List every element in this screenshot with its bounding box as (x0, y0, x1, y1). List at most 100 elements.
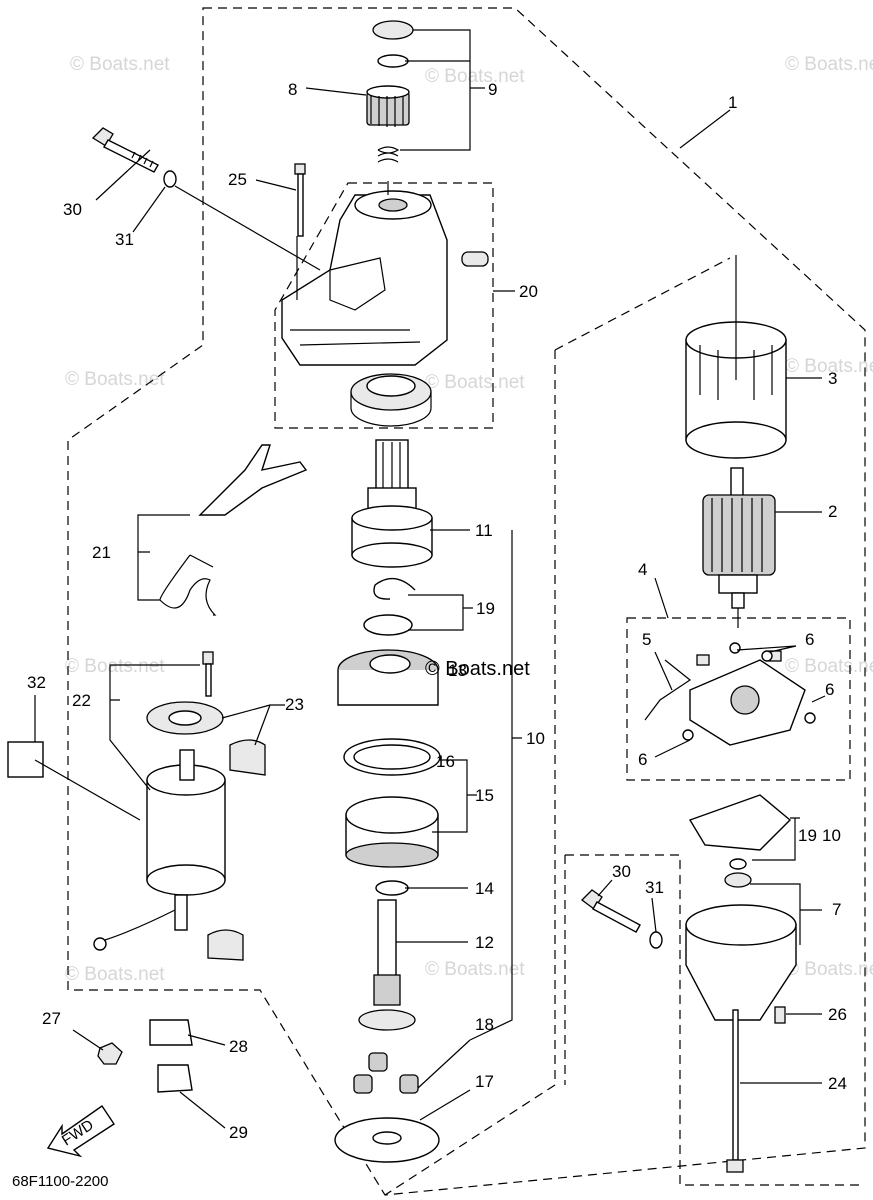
brush-spring (729, 642, 741, 654)
through-bolt-top (91, 127, 177, 188)
callout-9: 9 (488, 80, 497, 99)
callout-12: 12 (475, 933, 494, 952)
planet-gear (368, 1052, 388, 1072)
watermark: © Boats.net (425, 959, 525, 980)
callout-23: 23 (285, 695, 304, 714)
watermark: © Boats.net (785, 54, 873, 75)
callout-29: 29 (229, 1123, 248, 1142)
callout-labels: 1 2 3 4 5 6 6 6 7 8 9 10 11 12 14 15 16 … (27, 80, 847, 1142)
washer (163, 170, 177, 188)
callout-22: 22 (72, 691, 91, 710)
callout-26: 26 (828, 1005, 847, 1024)
long-through-bolt (732, 1009, 739, 1161)
callout-2: 2 (828, 502, 837, 521)
callout-24: 24 (828, 1074, 847, 1093)
starter-assembly-outline (67, 7, 866, 1196)
watermark: © Boats.net (785, 656, 873, 677)
callout-6: 6 (825, 680, 834, 699)
drive-column (334, 439, 441, 1163)
callout-16: 16 (436, 752, 455, 771)
callout-4: 4 (638, 560, 647, 579)
callout-6: 6 (805, 630, 814, 649)
planet-gear (353, 1074, 373, 1094)
pinion-shaft (377, 899, 397, 981)
callout-25: 25 (228, 170, 247, 189)
brush-holder-subassembly-outline (626, 617, 851, 781)
callout-30: 30 (612, 862, 631, 881)
rubber-seal (229, 739, 266, 776)
callout-3: 3 (828, 369, 837, 388)
watermark: © Boats.net (65, 964, 165, 985)
brush (696, 654, 710, 666)
front-cover (281, 190, 489, 366)
callout-18: 18 (475, 1015, 494, 1034)
callout-31: 31 (645, 878, 664, 897)
bearing (350, 373, 432, 427)
rear-assembly (581, 794, 797, 1173)
end-cover-subassembly-outline (274, 182, 494, 429)
stopper-ring (372, 20, 414, 40)
watermark: © Boats.net (425, 66, 525, 87)
shift-lever (159, 444, 308, 616)
brand-text: © Boats.net (425, 658, 530, 680)
magnetic-switch (93, 651, 266, 961)
terminal-parts (97, 1019, 193, 1093)
thrust-washer (363, 614, 413, 636)
pinion-spring (377, 146, 400, 163)
caution-label (7, 741, 44, 778)
circlip (377, 54, 409, 68)
brush-spring (761, 650, 773, 662)
pin (461, 251, 489, 267)
callout-17: 17 (475, 1072, 494, 1091)
callout-10: 10 (822, 826, 841, 845)
nut (97, 1042, 123, 1065)
armature (702, 467, 776, 609)
terminal-boot (149, 1019, 193, 1046)
callout-19: 19 (798, 826, 817, 845)
watermark: © Boats.net (70, 54, 170, 75)
callout-6: 6 (638, 750, 647, 769)
screw-25 (294, 163, 306, 237)
callout-7: 7 (832, 900, 841, 919)
brand-overlay: © Boats.net 13 (425, 658, 530, 680)
bushing (375, 880, 409, 896)
callout-20: 20 (519, 282, 538, 301)
brush-lead (644, 659, 692, 721)
callout-13: 13 (448, 661, 467, 680)
diagram-code: 68F1100-2200 (12, 1173, 108, 1190)
pinion-stack (366, 20, 414, 163)
screw-26 (774, 1006, 786, 1024)
rear-cover-subassembly-outline (564, 854, 865, 1186)
callout-19: 19 (476, 599, 495, 618)
callout-14: 14 (475, 879, 494, 898)
callout-10: 10 (526, 729, 545, 748)
callout-32: 32 (27, 673, 46, 692)
lever-spring (159, 554, 217, 616)
watermark: © Boats.net (425, 372, 525, 393)
callout-31: 31 (115, 230, 134, 249)
callout-11: 11 (475, 521, 493, 540)
holder (157, 1064, 193, 1093)
callout-15: 15 (475, 786, 494, 805)
brush-spring (682, 729, 694, 741)
watermark: © Boats.net (65, 369, 165, 390)
callout-21: 21 (92, 543, 111, 562)
insulator-plate (688, 794, 792, 851)
callout-8: 8 (288, 80, 297, 99)
brush-spring (804, 712, 816, 724)
watermarks: © Boats.net © Boats.net © Boats.net © Bo… (65, 54, 873, 985)
callout-28: 28 (229, 1037, 248, 1056)
snap-ring (373, 577, 416, 600)
bushing (724, 872, 752, 888)
washer (649, 931, 663, 949)
callout-27: 27 (42, 1009, 61, 1028)
planet-gear (399, 1074, 419, 1094)
watermark: © Boats.net (785, 959, 873, 980)
callout-1: 1 (728, 93, 737, 112)
callout-5: 5 (642, 630, 651, 649)
cover (207, 929, 244, 961)
drive-subassembly-outline (384, 257, 731, 1196)
callout-30: 30 (63, 200, 82, 219)
leader-lines (34, 29, 826, 1129)
